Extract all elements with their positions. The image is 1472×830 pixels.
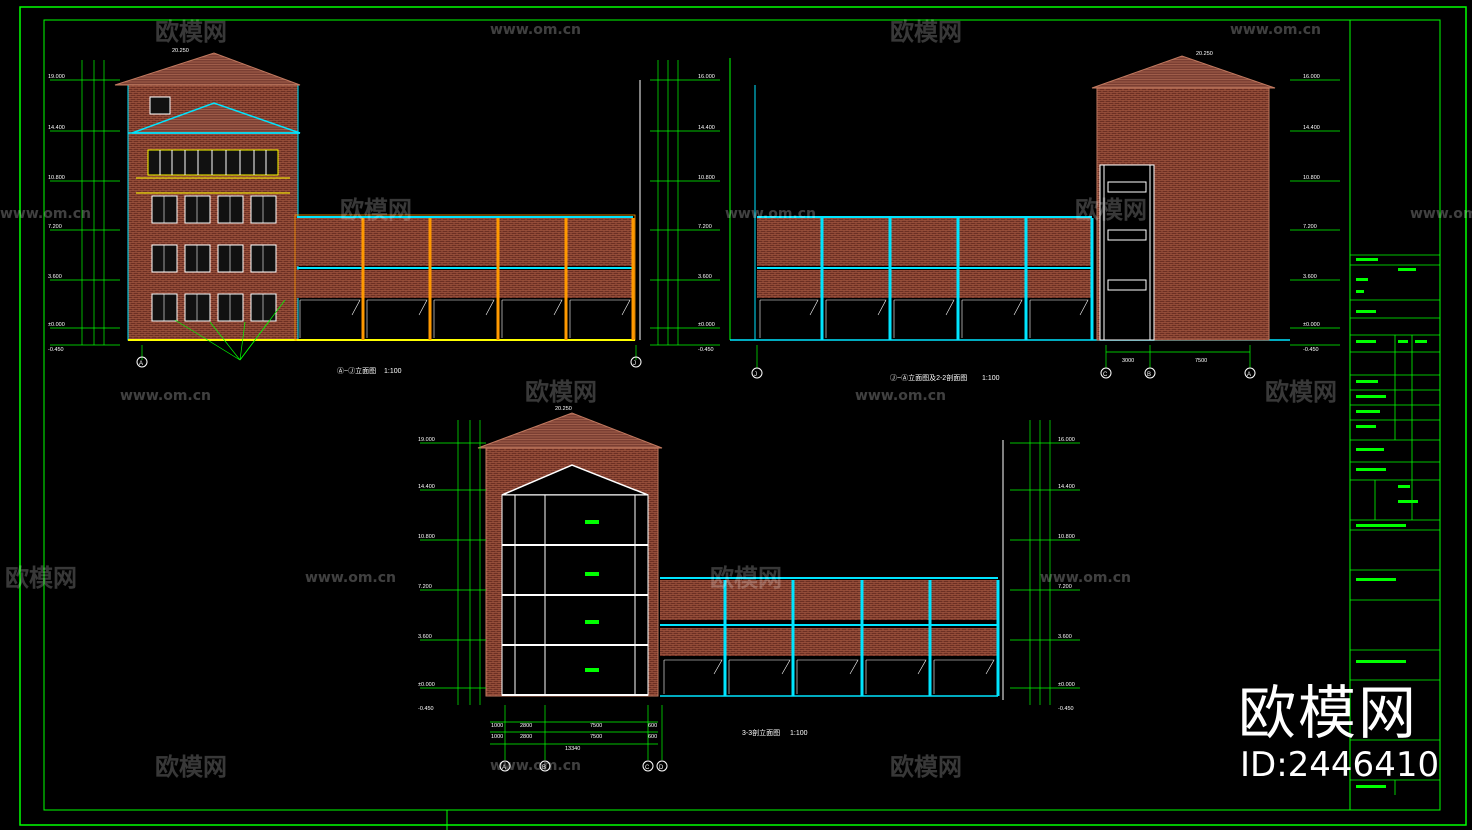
dim-sec-2d: 600 xyxy=(648,734,657,740)
level-mid-1: 14.400 xyxy=(698,125,715,131)
axis-label-j: J xyxy=(633,361,636,367)
dim-j-2: 7500 xyxy=(1195,358,1207,364)
title-block-notes xyxy=(1356,258,1427,788)
level-right-1: 14.400 xyxy=(1303,125,1320,131)
level-right-5: ±0.000 xyxy=(1303,322,1320,328)
sheet-frame xyxy=(19,6,1467,830)
level-sec-left-4: 3.600 xyxy=(418,634,432,640)
level-left-6: -0.450 xyxy=(48,347,64,353)
dim-sec-2c: 7500 xyxy=(590,734,602,740)
watermark-id: ID:2446410 xyxy=(1240,745,1440,785)
level-left-3: 7.200 xyxy=(48,224,62,230)
level-right-4: 3.600 xyxy=(1303,274,1317,280)
watermark-url: www.om.cn xyxy=(1040,570,1131,586)
watermark-url: www.om.cn xyxy=(305,570,396,586)
dim-sec-total: 13340 xyxy=(565,746,580,752)
level-mid-4: 3.600 xyxy=(698,274,712,280)
watermark-brand: 欧模网 xyxy=(890,753,962,781)
level-sec-right-1: 14.400 xyxy=(1058,484,1075,490)
dim-j-1: 3000 xyxy=(1122,358,1134,364)
dim-sec-1b: 2800 xyxy=(520,723,532,729)
level-sec-left-2: 10.800 xyxy=(418,534,435,540)
level-mid-0: 16.000 xyxy=(698,74,715,80)
level-mid-3: 7.200 xyxy=(698,224,712,230)
axis-label-b2: B xyxy=(1147,372,1151,378)
level-right-2: 10.800 xyxy=(1303,175,1320,181)
level-right-0: 16.000 xyxy=(1303,74,1320,80)
axis-label-c2: C xyxy=(1103,372,1108,378)
level-left-4: 3.600 xyxy=(48,274,62,280)
watermark-brand: 欧模网 xyxy=(340,196,412,224)
level-sec-left-5: ±0.000 xyxy=(418,682,435,688)
level-sec-left-1: 14.400 xyxy=(418,484,435,490)
dim-sec-1d: 600 xyxy=(648,723,657,729)
level-sec-right-3: 7.200 xyxy=(1058,584,1072,590)
level-mid-2: 10.800 xyxy=(698,175,715,181)
axis-label-a: A xyxy=(139,361,143,367)
axis-label-j2: J xyxy=(754,372,757,378)
axis-label-d3: D xyxy=(659,765,664,771)
scale-elevation-a-j: 1:100 xyxy=(384,368,402,375)
watermark-brand: 欧模网 xyxy=(1265,378,1337,406)
level-mid-5: ±0.000 xyxy=(698,322,715,328)
level-left-5: ±0.000 xyxy=(48,322,65,328)
watermark-url: www.om.cn xyxy=(490,758,581,774)
ridge-section: 20.250 xyxy=(555,406,572,412)
level-right-6: -0.450 xyxy=(1303,347,1319,353)
watermark-url: www.om.cn xyxy=(1230,22,1321,38)
watermark-url: www.om.cn xyxy=(1410,206,1472,222)
ridge-right: 20.250 xyxy=(1196,51,1213,57)
level-sec-right-5: ±0.000 xyxy=(1058,682,1075,688)
dim-sec-2a: 1000 xyxy=(491,734,503,740)
level-mid-6: -0.450 xyxy=(698,347,714,353)
watermark-url: www.om.cn xyxy=(120,388,211,404)
caption-elevation-j-a: Ⓙ~Ⓐ立面图及2-2剖面图 xyxy=(890,373,967,382)
level-sec-left-0: 19.000 xyxy=(418,437,435,443)
caption-elevation-a-j: Ⓐ~Ⓙ立面图 xyxy=(337,366,376,375)
watermark-brand: 欧模网 xyxy=(890,18,962,46)
axis-bubble-a xyxy=(136,356,148,368)
watermark-url: www.om.cn xyxy=(0,206,91,222)
elevation-j-a-section-2 xyxy=(729,55,1340,379)
level-left-0: 19.000 xyxy=(48,74,65,80)
dim-sec-2b: 2800 xyxy=(520,734,532,740)
level-right-3: 7.200 xyxy=(1303,224,1317,230)
watermark-logo: 欧模网 xyxy=(1238,679,1419,747)
watermark-brand: 欧模网 xyxy=(5,564,77,592)
watermark-brand: 欧模网 xyxy=(155,753,227,781)
watermark-layer: 欧模网 欧模网 欧模网 欧模网 欧模网 欧模网 欧模网 欧模网 欧模网 欧模网 xyxy=(5,18,1337,781)
level-left-2: 10.800 xyxy=(48,175,65,181)
dim-sec-1a: 1000 xyxy=(491,723,503,729)
watermark-brand: 欧模网 xyxy=(155,18,227,46)
axis-bubble-j xyxy=(630,356,642,368)
level-sec-right-4: 3.600 xyxy=(1058,634,1072,640)
watermark-brand: 欧模网 xyxy=(710,564,782,592)
watermark-url: www.om.cn xyxy=(725,206,816,222)
level-sec-right-2: 10.800 xyxy=(1058,534,1075,540)
level-sec-left-3: 7.200 xyxy=(418,584,432,590)
level-sec-right-6: -0.450 xyxy=(1058,706,1074,712)
scale-section-3: 1:100 xyxy=(790,730,808,737)
title-block xyxy=(1350,254,1440,795)
section-3-3 xyxy=(420,412,1080,772)
level-sec-right-0: 16.000 xyxy=(1058,437,1075,443)
level-sec-left-6: -0.450 xyxy=(418,706,434,712)
caption-section-3: 3-3剖立面图 xyxy=(742,728,780,737)
scale-elevation-j-a: 1:100 xyxy=(982,375,1000,382)
axis-label-a3: A xyxy=(502,765,506,771)
ridge-left: 20.250 xyxy=(172,48,189,54)
watermark-url: www.om.cn xyxy=(490,22,581,38)
elevation-a-j xyxy=(50,52,720,368)
watermark-brand: 欧模网 xyxy=(525,378,597,406)
watermark-url: www.om.cn xyxy=(855,388,946,404)
axis-label-a2: A xyxy=(1247,372,1251,378)
dim-sec-1c: 7500 xyxy=(590,723,602,729)
level-left-1: 14.400 xyxy=(48,125,65,131)
axis-label-b3: B xyxy=(542,765,546,771)
axis-label-c3: C xyxy=(645,765,650,771)
watermark-brand: 欧模网 xyxy=(1075,196,1147,224)
